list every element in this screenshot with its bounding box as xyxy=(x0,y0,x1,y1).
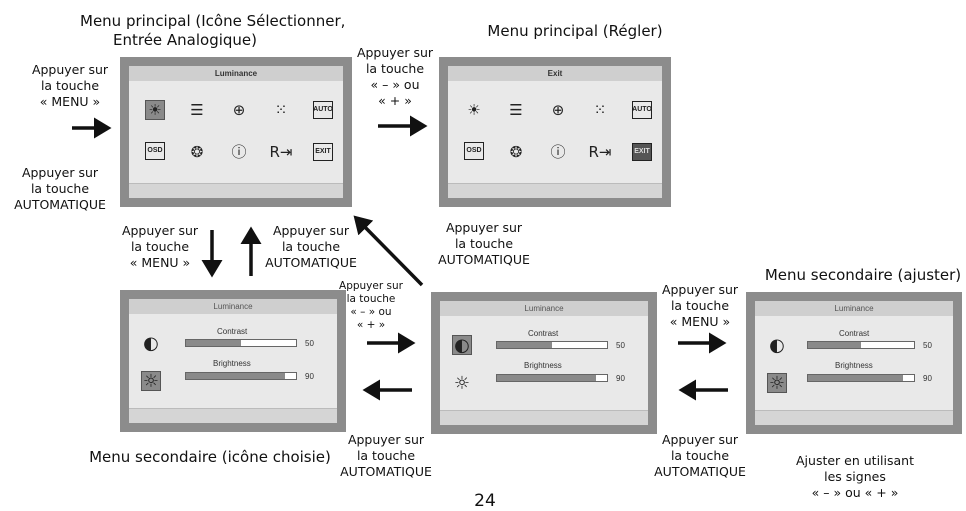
auto-icon: AUTO xyxy=(313,101,333,119)
brightness-label: Brightness xyxy=(835,361,873,370)
reset-icon: R⇥ xyxy=(588,143,612,161)
contrast-value: 50 xyxy=(305,339,314,348)
language-icon: ❂ xyxy=(509,143,523,161)
screen-sub-adjust: Luminance ◐ Contrast 50 ☼ Brightness 90 xyxy=(746,292,962,434)
screen-footer xyxy=(129,408,337,423)
image-setup-icon: ☰ xyxy=(509,101,523,119)
color-icon: ⁙ xyxy=(593,101,607,119)
caption-main-adjust: Menu principal (Régler) xyxy=(487,22,663,40)
luminance-icon: ☀ xyxy=(145,100,165,120)
osd-icon: OSD xyxy=(464,142,484,160)
brightness-value: 90 xyxy=(923,374,932,383)
screen-sub-mid: Luminance ◐ Contrast 50 ☼ Brightness 90 xyxy=(431,292,657,434)
brightness-label: Brightness xyxy=(213,359,251,368)
screen-main-adjust: Exit ☀ ☰ ⊕ ⁙ AUTO OSD ❂ ⓘ R⇥ EXIT xyxy=(439,57,671,207)
contrast-value: 50 xyxy=(616,341,625,350)
position-icon: ⊕ xyxy=(551,101,565,119)
brightness-label: Brightness xyxy=(524,361,562,370)
language-icon: ❂ xyxy=(190,143,204,161)
contrast-bar xyxy=(185,339,297,347)
brightness-icon: ☼ xyxy=(767,372,787,394)
exit-icon: EXIT xyxy=(632,143,652,161)
reset-icon: R⇥ xyxy=(269,143,293,161)
screen-footer xyxy=(755,410,953,425)
screen-sub-chosen: Luminance ◐ Contrast 50 ☼ Brightness 90 xyxy=(120,290,346,432)
brightness-value: 90 xyxy=(616,374,625,383)
exit-icon: EXIT xyxy=(313,143,333,161)
page-number: 24 xyxy=(474,491,496,511)
brightness-bar xyxy=(807,374,915,382)
caption-main-select: Menu principal (Icône Sélectionner, Entr… xyxy=(80,12,346,49)
osd-icon: OSD xyxy=(145,142,165,160)
screen-title: Exit xyxy=(448,66,662,81)
brightness-bar xyxy=(185,372,297,380)
screen-title: Luminance xyxy=(129,66,343,81)
contrast-label: Contrast xyxy=(839,329,870,338)
luminance-icon: ☀ xyxy=(467,101,481,119)
brightness-value: 90 xyxy=(305,372,314,381)
screen-title: Luminance xyxy=(755,301,953,316)
arrow-diag-to-main xyxy=(353,215,424,287)
screen-title: Luminance xyxy=(129,299,337,314)
image-setup-icon: ☰ xyxy=(190,101,204,119)
screen-main-select: Luminance ☀ ☰ ⊕ ⁙ AUTO OSD ❂ ⓘ R⇥ EXIT xyxy=(120,57,352,207)
screen-footer xyxy=(440,410,648,425)
contrast-label: Contrast xyxy=(528,329,559,338)
caption-sub-chosen: Menu secondaire (icône choisie) xyxy=(89,448,331,466)
contrast-icon: ◐ xyxy=(143,332,159,354)
information-icon: ⓘ xyxy=(231,143,247,161)
contrast-bar xyxy=(807,341,915,349)
screen-footer xyxy=(129,183,343,198)
color-icon: ⁙ xyxy=(274,101,288,119)
brightness-bar xyxy=(496,374,608,382)
caption-sub-adjust: Menu secondaire (ajuster) xyxy=(764,266,962,284)
contrast-icon: ◐ xyxy=(452,335,472,356)
information-icon: ⓘ xyxy=(550,143,566,161)
screen-title: Luminance xyxy=(440,301,648,316)
auto-icon: AUTO xyxy=(632,101,652,119)
position-icon: ⊕ xyxy=(232,101,246,119)
contrast-icon: ◐ xyxy=(769,334,785,356)
contrast-label: Contrast xyxy=(217,327,248,336)
brightness-icon: ☼ xyxy=(453,372,471,394)
screen-footer xyxy=(448,183,662,198)
brightness-icon: ☼ xyxy=(141,370,161,392)
contrast-bar xyxy=(496,341,608,349)
contrast-value: 50 xyxy=(923,341,932,350)
